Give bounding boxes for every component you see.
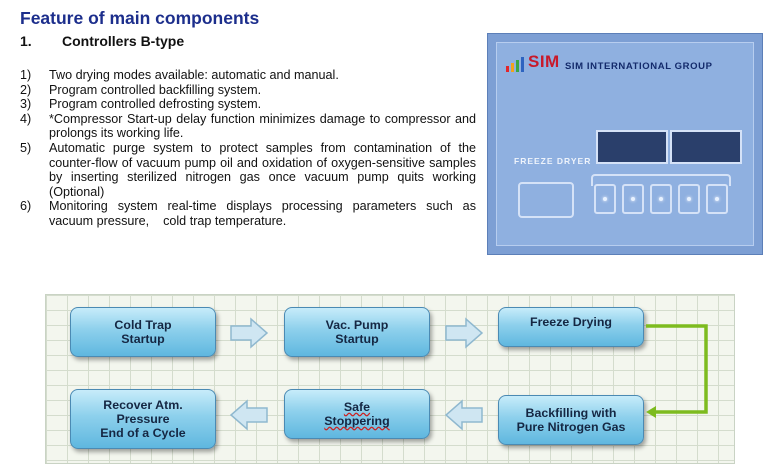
list-item-text: Automatic purge system to protect sample… <box>49 140 476 199</box>
feature-list: 1) Two drying modes available: automatic … <box>20 68 476 229</box>
flow-step-label: Freeze Drying <box>530 315 612 329</box>
panel-key <box>706 184 728 214</box>
section-title: Controllers B-type <box>62 33 185 49</box>
flow-step-vac-pump: Vac. Pump Startup <box>284 307 430 357</box>
flow-step-safe-stoppering: Safe Stoppering <box>284 389 430 439</box>
list-item-number: 4) <box>20 111 32 126</box>
logo-bars-icon <box>506 57 524 72</box>
led-icon <box>631 197 635 201</box>
flow-step-label: Safe Stoppering <box>324 400 390 428</box>
key-group-outline <box>591 174 731 186</box>
flow-step-label: Recover Atm. Pressure End of a Cycle <box>100 398 186 440</box>
panel-key <box>678 184 700 214</box>
logo-text: SIM <box>528 52 560 71</box>
controller-panel: SIM SIM INTERNATIONAL GROUP FREEZE DRYER <box>487 33 763 255</box>
process-flow: Cold Trap Startup Vac. Pump Startup Free… <box>45 294 735 464</box>
flow-step-cold-trap: Cold Trap Startup <box>70 307 216 357</box>
panel-key-wide <box>518 182 574 218</box>
flow-step-recover: Recover Atm. Pressure End of a Cycle <box>70 389 216 449</box>
list-item: 3) Program controlled defrosting system. <box>20 97 476 112</box>
list-item-number: 1) <box>20 68 32 82</box>
list-item-number: 6) <box>20 199 32 214</box>
list-item: 4) *Compressor Start-up delay function mi… <box>20 112 476 141</box>
list-item: 1) Two drying modes available: automatic … <box>20 68 476 83</box>
panel-key <box>622 184 644 214</box>
list-item-text: Two drying modes available: automatic an… <box>49 68 339 82</box>
led-icon <box>659 197 663 201</box>
list-item-number: 5) <box>20 140 32 155</box>
list-item-number: 3) <box>20 97 32 112</box>
flow-step-label: Vac. Pump Startup <box>325 318 389 346</box>
list-item-text: Program controlled defrosting system. <box>49 97 262 112</box>
company-name: SIM INTERNATIONAL GROUP <box>565 61 713 72</box>
list-item: 2) Program controlled backfilling system. <box>20 83 476 98</box>
led-icon <box>603 197 607 201</box>
display-screen-left <box>596 130 668 164</box>
device-label: FREEZE DRYER <box>514 156 592 166</box>
section-heading: 1. Controllers B-type <box>20 33 184 49</box>
list-item-text: Monitoring system real-time displays pro… <box>49 199 480 228</box>
display-screen-right <box>670 130 742 164</box>
list-item-number: 2) <box>20 82 32 97</box>
list-item: 6)Monitoring system real-time displays p… <box>20 199 476 228</box>
flow-step-backfilling: Backfilling with Pure Nitrogen Gas <box>498 395 644 445</box>
page-title: Feature of main components <box>20 8 260 28</box>
arrow-left-icon <box>444 399 483 431</box>
flow-step-freeze-drying: Freeze Drying <box>498 307 644 347</box>
panel-key <box>594 184 616 214</box>
arrow-right-icon <box>445 317 484 349</box>
section-number: 1. <box>20 33 32 49</box>
panel-key <box>650 184 672 214</box>
sim-logo: SIM <box>506 52 560 72</box>
arrow-left-icon <box>229 399 268 431</box>
led-icon <box>687 197 691 201</box>
flow-step-label: Backfilling with Pure Nitrogen Gas <box>516 406 626 434</box>
list-item-text: Program controlled backfilling system. <box>49 82 262 97</box>
arrow-right-icon <box>230 317 269 349</box>
list-item: 5) Automatic purge system to protect samp… <box>20 141 476 199</box>
flow-step-label: Cold Trap Startup <box>114 318 172 346</box>
list-item-text: *Compressor Start-up delay function mini… <box>49 111 476 141</box>
led-icon <box>715 197 719 201</box>
connector-arrow-icon <box>646 324 708 418</box>
